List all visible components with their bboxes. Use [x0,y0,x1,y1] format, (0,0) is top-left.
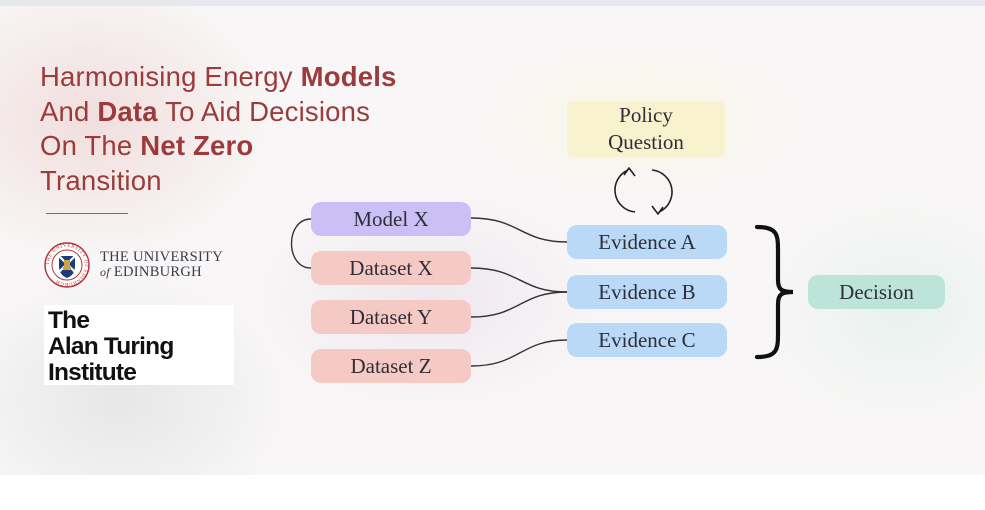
alan-turing-institute-logo: The Alan Turing Institute [44,305,234,385]
dataset-y-node: Dataset Y [311,300,471,334]
edinburgh-seal-icon: THE UNIVERSITY OF EDINBURGH [44,242,90,288]
title-line-2: And Data To Aid Decisions [40,95,371,127]
decision-node: Decision [808,275,945,309]
title-line-1: Harmonising Energy Models [40,61,397,92]
title-line-3: On The Net Zero [40,130,254,161]
evidence-a-node: Evidence A [567,225,727,259]
edge-dataset-x-evidence-b [470,267,568,293]
model-x-node: Model X [311,202,471,236]
evidence-c-node: Evidence C [567,323,727,357]
title-divider [46,213,128,214]
curly-brace-icon [754,224,794,360]
edge-dataset-y-evidence-b [470,291,568,318]
edinburgh-wordmark: THE UNIVERSITY of EDINBURGH [100,249,224,280]
title-line-4: Transition [40,164,162,196]
edge-dataset-z-evidence-c [470,339,568,367]
canvas: Harmonising Energy Models And Data To Ai… [0,0,985,475]
edge-model-x-dataset-x [290,218,312,269]
evidence-b-node: Evidence B [567,275,727,309]
edge-model-x-evidence-a [470,217,568,243]
refresh-cycle-icon [614,167,673,215]
dataset-z-node: Dataset Z [311,349,471,383]
page-title: Harmonising Energy Models And Data To Ai… [40,60,480,198]
university-of-edinburgh-logo: THE UNIVERSITY OF EDINBURGH THE UNIVERSI… [44,240,244,290]
dataset-x-node: Dataset X [311,251,471,285]
policy-question-node: Policy Question [567,101,725,157]
diagram-connectors [290,167,794,367]
